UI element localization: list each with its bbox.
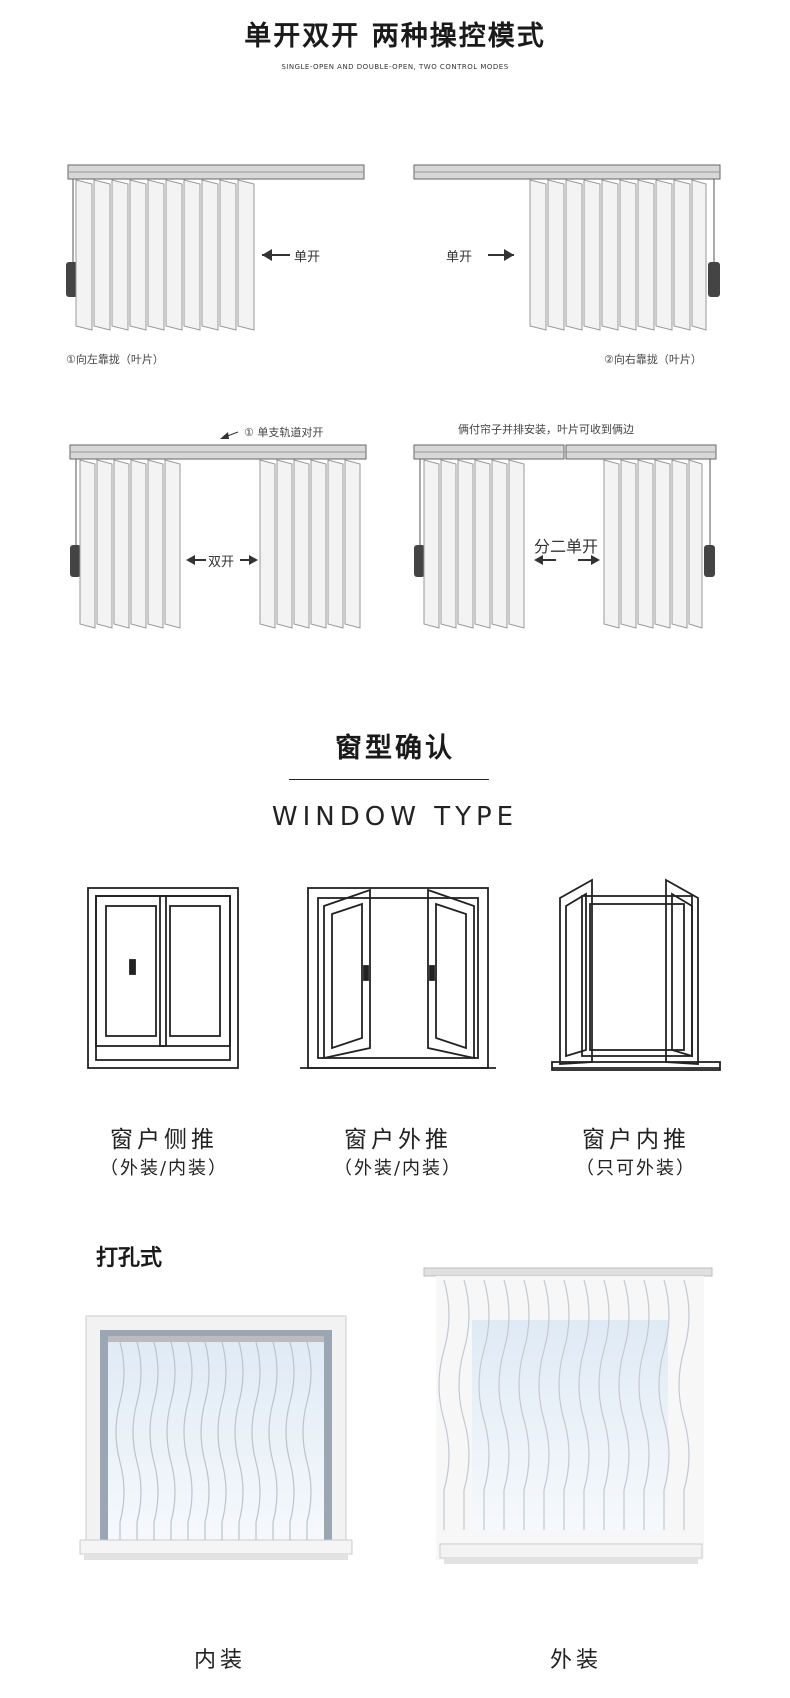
arrow-label-split-single: 分二单开	[534, 537, 599, 556]
section-title-punched: 打孔式	[96, 1246, 163, 1271]
arrow-label-double-open: 双开	[208, 555, 235, 570]
window-label-outward: 窗户外推	[344, 1127, 452, 1153]
window-sub-sliding: （外装/内装）	[99, 1158, 229, 1179]
note-single-rail-split: ① 单支轨道对开	[244, 426, 324, 439]
arrow-label-single-left: 单开	[294, 250, 321, 265]
window-sub-outward: （外装/内装）	[333, 1158, 463, 1179]
casement-outward-window-icon	[300, 887, 496, 1069]
sliding-window-icon	[87, 887, 239, 1069]
outside-mount-photo	[423, 1267, 713, 1564]
note-two-sets-side-by-side: 俩付帘子并排安装，叶片可收到俩边	[458, 423, 634, 436]
section-title-window-type: 窗型确认	[335, 733, 455, 764]
caption-left-gather: ①向左靠拢（叶片）	[66, 353, 164, 366]
section-subtitle-control-modes: SINGLE-OPEN AND DOUBLE-OPEN, TWO CONTROL…	[281, 63, 509, 71]
install-label-outside: 外装	[549, 1648, 602, 1673]
window-sub-inward: （只可外装）	[576, 1158, 696, 1179]
casement-inward-window-icon	[551, 878, 721, 1071]
section-subtitle-window-type: WINDOW TYPE	[271, 802, 519, 832]
window-label-inward: 窗户内推	[582, 1127, 690, 1153]
title-underline	[289, 779, 489, 780]
window-label-sliding: 窗户侧推	[110, 1127, 218, 1153]
arrow-label-single-right: 单开	[446, 250, 473, 265]
inside-mount-photo	[79, 1315, 353, 1560]
install-label-inside: 内装	[193, 1648, 246, 1673]
section-title-control-modes: 单开双开 两种操控模式	[244, 21, 546, 52]
caption-right-gather: ②向右靠拢（叶片）	[604, 353, 702, 366]
